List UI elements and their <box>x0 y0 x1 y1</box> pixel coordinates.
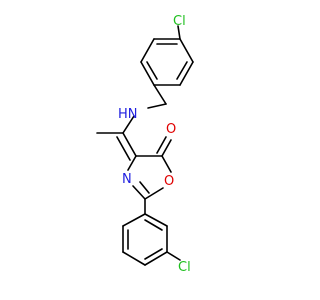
bond-nh-to-enamine-carbon <box>122 115 135 134</box>
bond-bottom-chlorine <box>166 251 181 261</box>
carbonyl-oxygen-label: O <box>166 122 176 137</box>
nh-label: HN <box>118 107 138 122</box>
upper-chlorophenyl-ring <box>140 38 194 86</box>
chlorine-bottom-label: Cl <box>178 260 191 275</box>
molecule-structure: Cl HN O N O Cl <box>96 14 194 275</box>
bond-carbonyl-b <box>156 136 167 154</box>
lower-chlorophenyl-ring <box>122 213 168 266</box>
bond-exocyclic-double-b <box>116 136 131 161</box>
bond-exocyclic-double-a <box>122 132 137 157</box>
chlorine-top-label: Cl <box>173 14 186 29</box>
ring-oxygen-label: O <box>164 174 174 189</box>
ring-nitrogen-label: N <box>122 172 132 187</box>
bond-ring-to-ch2 <box>153 84 167 105</box>
bond-top-chlorine <box>177 25 181 40</box>
oxazolone-ring <box>127 155 172 200</box>
bond-carbonyl-a <box>161 139 172 157</box>
bond-ch2-to-nh <box>147 103 167 109</box>
